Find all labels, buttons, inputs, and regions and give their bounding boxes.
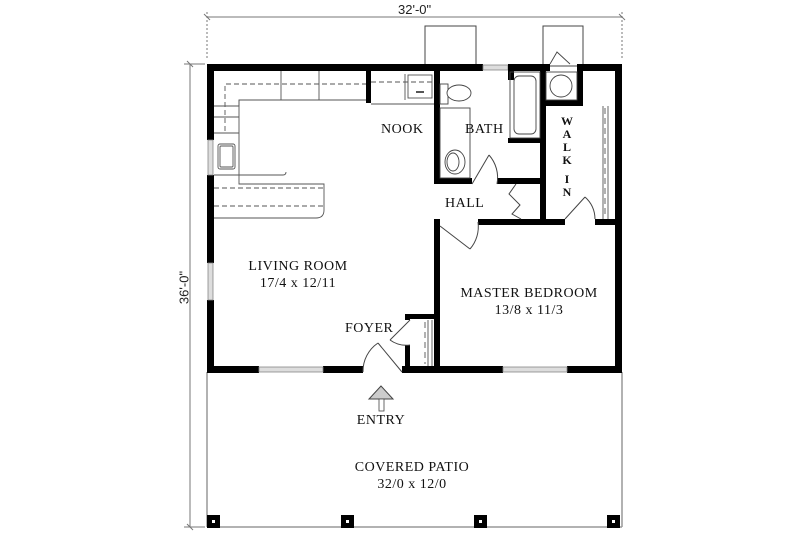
patio-outline xyxy=(206,372,623,528)
walk-in-letter: A xyxy=(562,127,572,141)
patio-posts xyxy=(207,515,620,528)
doors xyxy=(362,154,596,373)
walk-in-letter: N xyxy=(562,185,572,199)
room-label-entry: ENTRY xyxy=(356,413,406,428)
width-dimension-label: 32'-0" xyxy=(398,2,432,17)
room-label-living-room: LIVING ROOM xyxy=(248,259,348,274)
kitchen-dashed-lines xyxy=(214,81,434,207)
bath-fixtures xyxy=(439,51,578,179)
closet-rod xyxy=(424,106,609,366)
dimension-lines xyxy=(184,12,626,531)
walk-in-letter: W xyxy=(561,114,573,128)
room-size-covered-patio: 32/0 x 12/0 xyxy=(377,477,447,492)
interior-walls xyxy=(366,64,622,373)
room-size-living-room: 17/4 x 12/11 xyxy=(259,276,337,291)
walk-in-letter: K xyxy=(562,153,572,167)
room-size-master-bedroom: 13/8 x 11/3 xyxy=(494,303,564,318)
walk-in-letter: I xyxy=(564,172,570,186)
room-label-bath: BATH xyxy=(465,122,504,137)
depth-dimension-label: 36'-0" xyxy=(176,270,192,305)
room-label-hall: HALL xyxy=(445,196,485,211)
room-label-nook: NOOK xyxy=(381,122,424,137)
room-label-master-bedroom: MASTER BEDROOM xyxy=(460,286,598,301)
room-label-foyer: FOYER xyxy=(345,321,394,336)
windows xyxy=(207,64,568,373)
exterior-boxes xyxy=(424,25,584,67)
entry-arrow-icon xyxy=(367,385,395,412)
room-label-covered-patio: COVERED PATIO xyxy=(354,460,470,475)
kitchen-counters xyxy=(214,71,434,219)
exterior-walls xyxy=(207,64,622,373)
walk-in-letter: L xyxy=(562,140,571,154)
